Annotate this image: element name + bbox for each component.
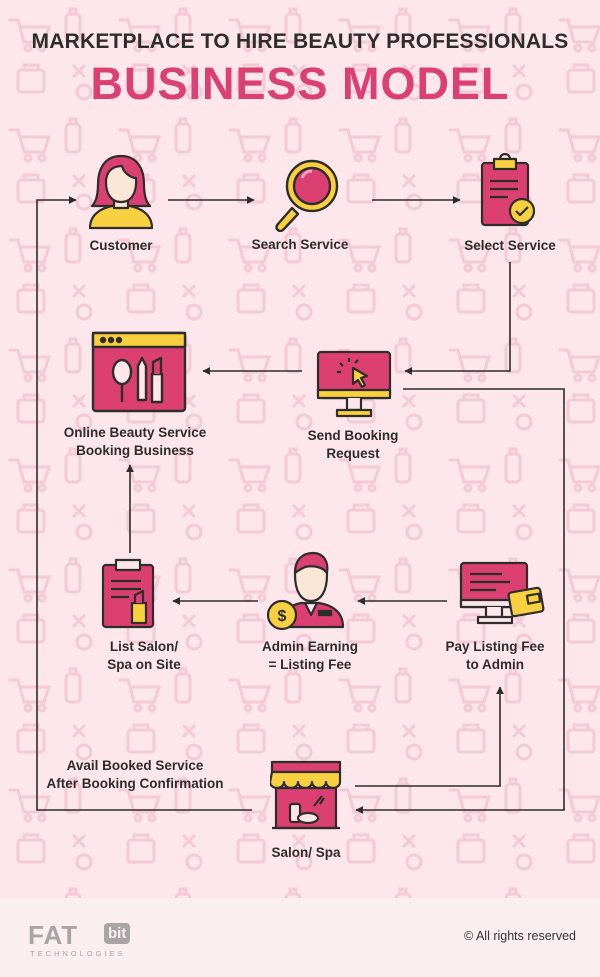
label-avail-service-line-2: After Booking Confirmation — [46, 776, 224, 791]
flow-connectors — [36, 196, 565, 814]
label-admin-earning-line-2: = Listing Fee — [268, 657, 352, 672]
label-search-service: Search Service — [251, 237, 349, 252]
label-online-business: Online Beauty Service Booking Business — [50, 424, 220, 460]
label-customer: Customer — [89, 238, 153, 253]
arrow-send-to-salon — [355, 388, 565, 814]
clipboard-lipstick-icon — [101, 558, 155, 629]
label-avail-service-line-1: Avail Booked Service — [66, 758, 204, 773]
arrow-salon-to-customer — [36, 196, 252, 811]
woman-avatar-icon — [88, 154, 154, 230]
arrow-select-to-send — [404, 262, 511, 375]
clipboard-check-icon — [480, 153, 536, 227]
label-send-booking-line-2: Request — [326, 446, 380, 461]
label-admin-earning: Admin Earning = Listing Fee — [245, 638, 375, 674]
label-admin-earning-line-1: Admin Earning — [261, 639, 358, 654]
fatbit-logo-badge: bit — [104, 923, 131, 944]
label-send-booking: Send Booking Request — [283, 427, 423, 463]
monitor-wallet-icon — [459, 561, 545, 625]
title-line-2: BUSINESS MODEL — [90, 58, 510, 109]
label-send-booking-line-1: Send Booking — [307, 428, 399, 443]
copyright-text: © All rights reserved — [463, 929, 576, 943]
label-online-business-line-2: Booking Business — [76, 443, 194, 458]
label-salon-spa: Salon/ Spa — [271, 845, 341, 860]
label-select-service: Select Service — [464, 238, 556, 253]
label-online-business-line-1: Online Beauty Service — [63, 425, 207, 440]
label-avail-service: Avail Booked Service After Booking Confi… — [40, 757, 230, 793]
label-list-salon-line-1: List Salon/ — [109, 639, 179, 654]
svg-text:$: $ — [278, 608, 287, 625]
label-pay-fee: Pay Listing Fee to Admin — [425, 638, 565, 674]
arrow-salon-to-pay — [355, 686, 504, 787]
fatbit-logo-subtitle: TECHNOLOGIES — [30, 949, 126, 958]
fatbit-logo-text: FAT — [28, 920, 79, 950]
label-list-salon: List Salon/ Spa on Site — [86, 638, 202, 674]
title-line-1: MARKETPLACE TO HIRE BEAUTY PROFESSIONALS — [31, 30, 569, 53]
footer-bar — [0, 898, 600, 977]
magnifier-icon — [275, 159, 339, 232]
monitor-cursor-icon — [316, 350, 392, 418]
salon-storefront-icon — [270, 760, 342, 830]
label-pay-fee-line-2: to Admin — [466, 657, 524, 672]
label-list-salon-line-2: Spa on Site — [107, 657, 181, 672]
browser-cosmetics-icon — [91, 331, 187, 413]
businessman-dollar-icon: $ — [266, 551, 345, 631]
label-pay-fee-line-1: Pay Listing Fee — [445, 639, 545, 654]
